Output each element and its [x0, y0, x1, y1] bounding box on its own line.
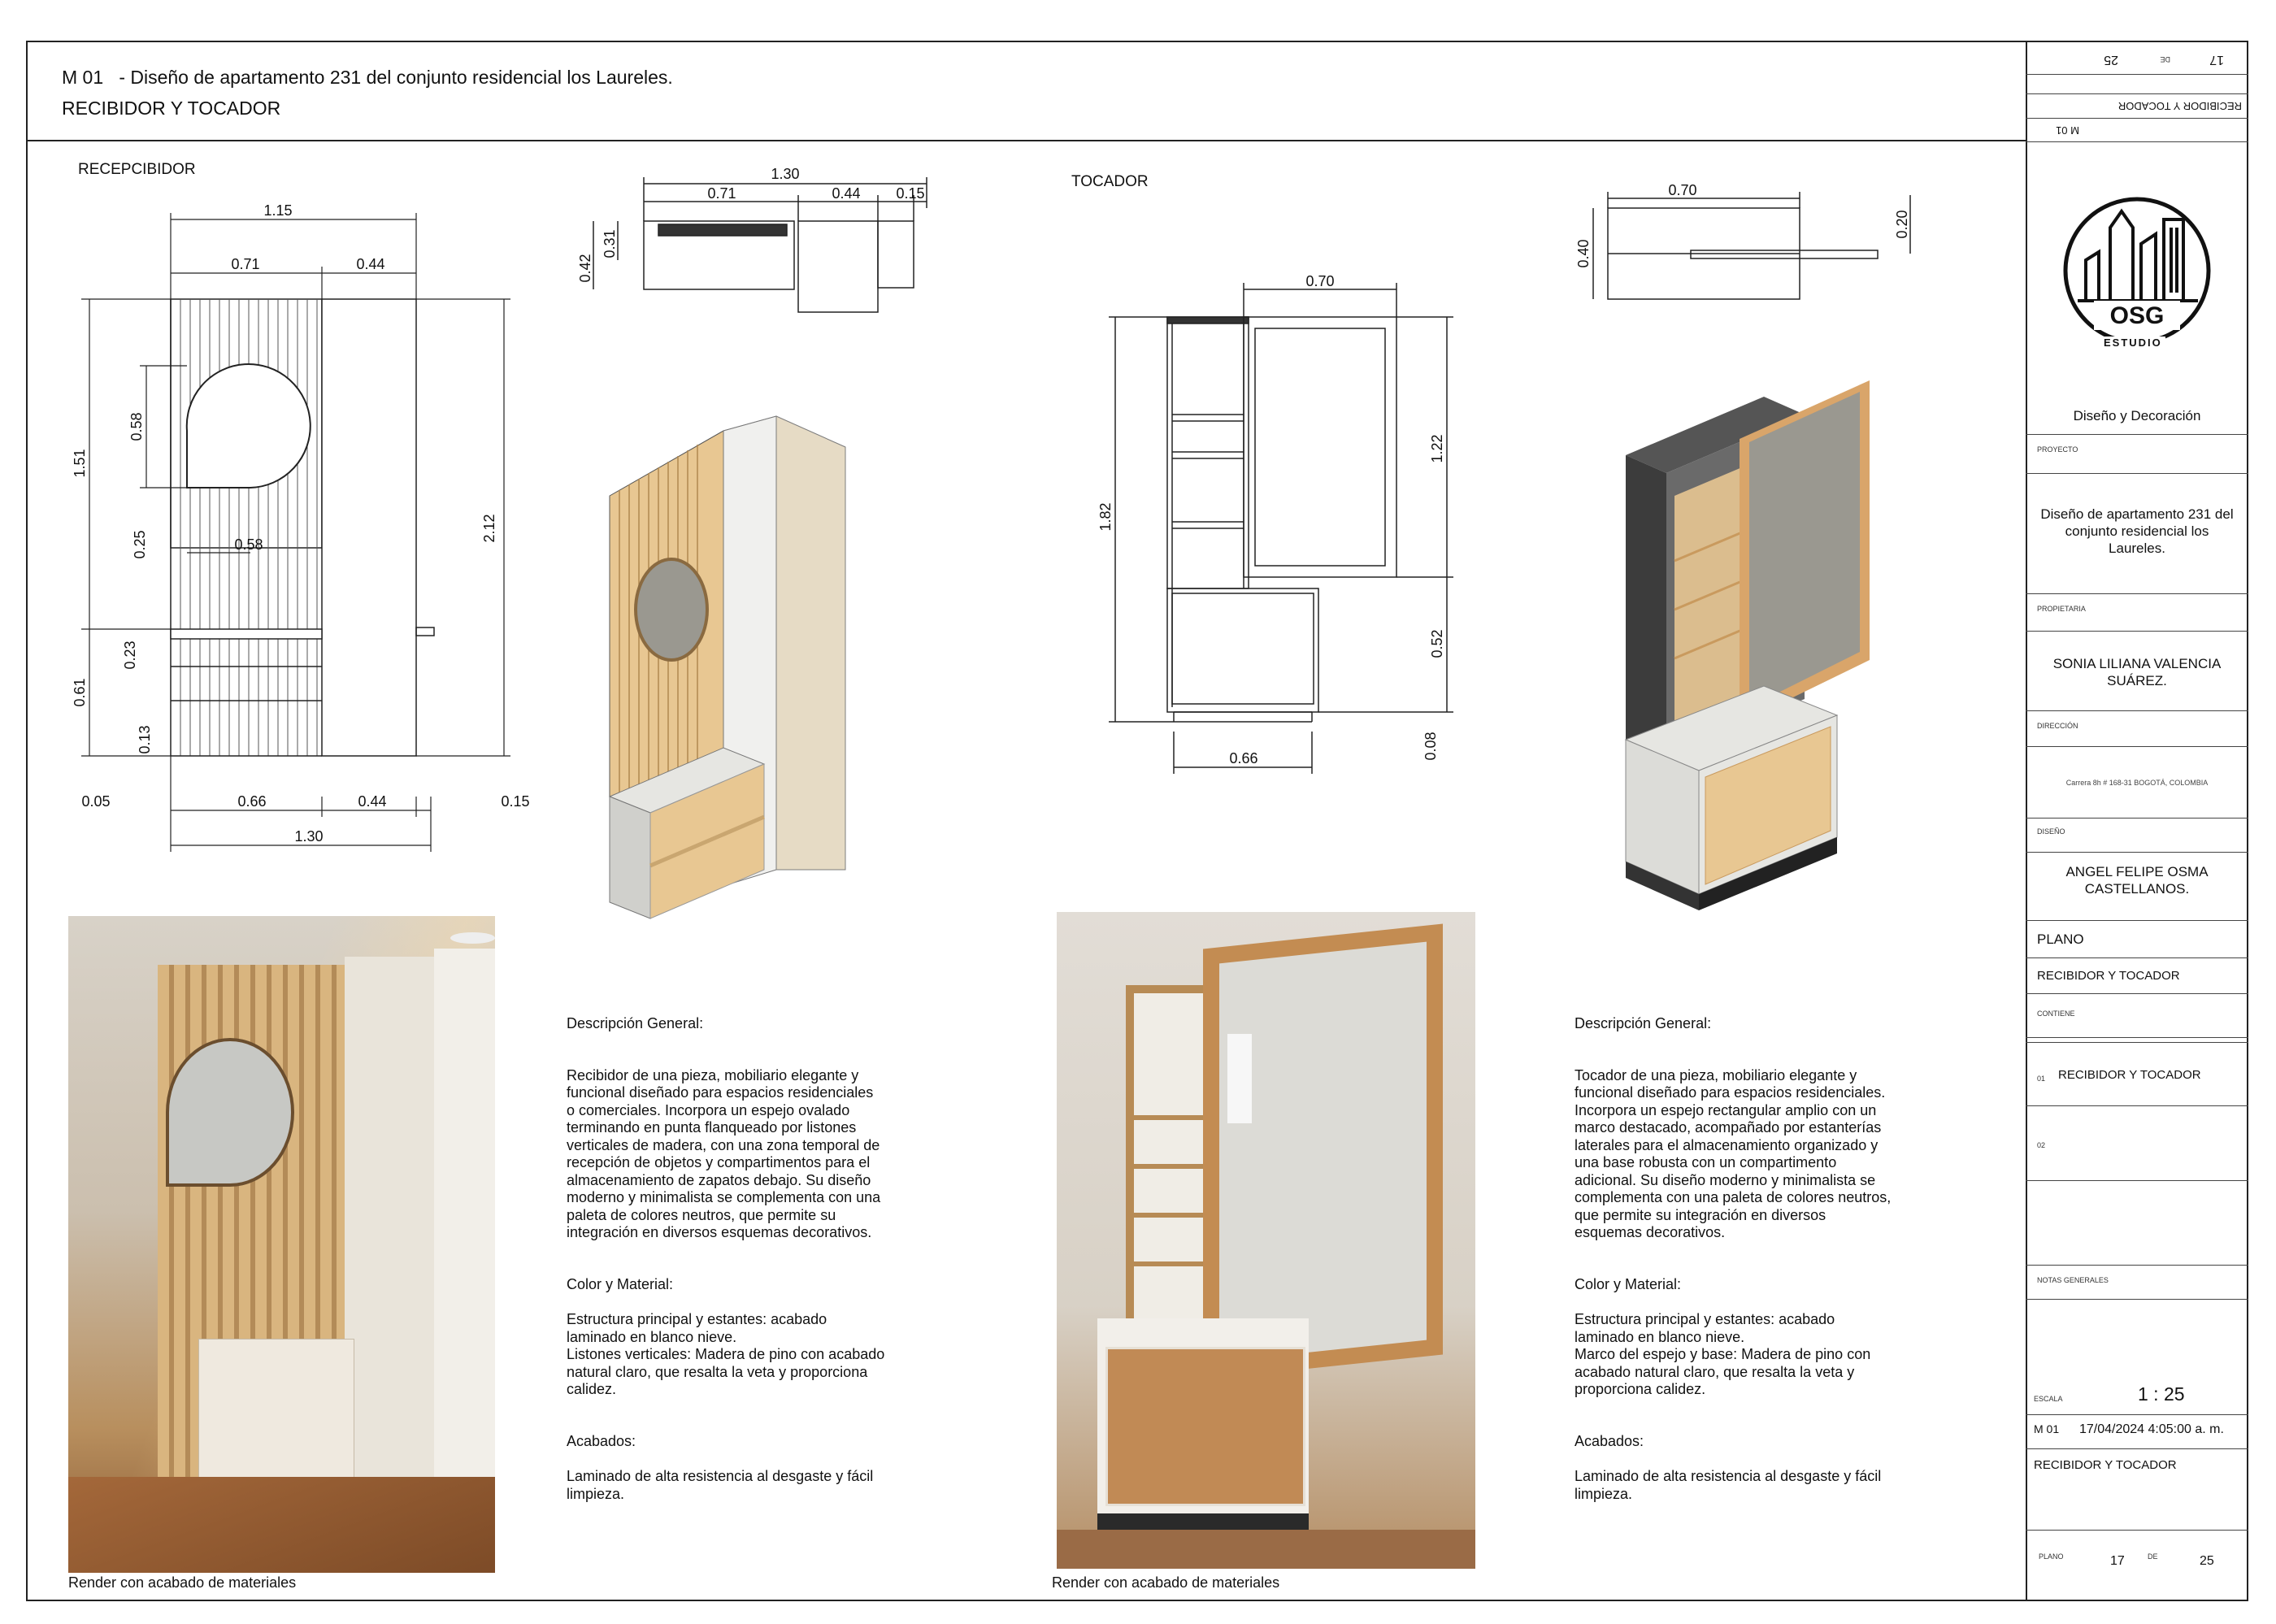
row01-value: RECIBIDOR Y TOCADOR — [2058, 1068, 2201, 1082]
recibidor-description: Descripción General: Recibidor de una pi… — [567, 997, 1022, 1521]
diseno-label: DISEÑO — [2037, 827, 2065, 836]
contiene-label: CONTIENE — [2037, 1010, 2075, 1018]
top-total: 25 — [2104, 53, 2118, 67]
sheet-title: - Diseño de apartamento 231 del conjunto… — [119, 67, 673, 88]
tocador-label: TOCADOR — [1071, 173, 1149, 190]
tocador-plan-dim-0-20: 0.20 — [1894, 210, 1910, 238]
footer-page: 17 — [2110, 1554, 2125, 1568]
tocador-color-heading: Color y Material: — [1575, 1276, 1682, 1292]
dim-1-51: 1.51 — [72, 449, 88, 477]
recibidor-label: RECEPCIBIDOR — [78, 161, 196, 178]
sheet-code: M 01 - Diseño de apartamento 231 del con… — [62, 67, 673, 88]
dim-0-71: 0.71 — [231, 256, 259, 272]
sheet-code-footer: M 01 — [2034, 1422, 2060, 1435]
plano-name: RECIBIDOR Y TOCADOR — [2037, 969, 2180, 983]
dim-2-12: 2.12 — [481, 514, 497, 542]
dim-0-44-bottom: 0.44 — [358, 793, 386, 810]
top-code: M 01 — [2056, 124, 2079, 137]
recibidor-isometric-drawing — [608, 415, 846, 919]
recibidor-render-caption: Render con acabado de materiales — [68, 1574, 297, 1591]
plan-dim-0-71: 0.71 — [707, 185, 736, 202]
tocador-dim-0-66: 0.66 — [1229, 750, 1257, 766]
dim-1-30-bottom: 1.30 — [294, 828, 323, 845]
tocador-desc-body: Tocador de una pieza, mobiliario elegant… — [1575, 1066, 1892, 1241]
tocador-plan-drawing: 0.70 0.40 0.20 — [1575, 182, 1911, 300]
recibidor-finish-heading: Acabados: — [567, 1433, 636, 1449]
tocador-color-body: Estructura principal y estantes: acabado… — [1575, 1311, 1871, 1397]
tocador-dim-0-08: 0.08 — [1422, 732, 1439, 760]
footer-plan-name: RECIBIDOR Y TOCADOR — [2034, 1458, 2177, 1472]
escala-value: 1 : 25 — [2138, 1383, 2185, 1405]
tocador-desc-heading: Descripción General: — [1575, 1014, 1712, 1031]
title-block-divider — [2026, 41, 2027, 1601]
tocador-finish-heading: Acabados: — [1575, 1433, 1644, 1449]
top-page: 17 — [2209, 53, 2224, 67]
plan-dim-0-31: 0.31 — [602, 229, 618, 258]
dim-0-66: 0.66 — [237, 793, 266, 810]
direccion-label: DIRECCIÓN — [2037, 722, 2078, 730]
tocador-render-caption: Render con acabado de materiales — [1052, 1574, 1280, 1591]
osg-logo: OSG — [2063, 197, 2211, 345]
recibidor-elevation-drawing: 1.15 0.71 0.44 1.51 0.58 0.58 0.25 0.23 … — [72, 202, 530, 852]
notas-label: NOTAS GENERALES — [2037, 1276, 2109, 1284]
footer-de: DE — [2148, 1552, 2158, 1561]
datetime: 17/04/2024 4:05:00 a. m. — [2079, 1422, 2224, 1436]
direccion-value: Carrera 8h # 168-31 BOGOTÁ, COLOMBIA — [2065, 779, 2209, 787]
dim-0-58-h: 0.58 — [234, 536, 263, 553]
top-name: RECIBIDOR Y TOCADOR — [2117, 100, 2242, 112]
tocador-isometric-drawing — [1624, 380, 1870, 910]
header-divider — [26, 140, 2026, 141]
tocador-elevation-drawing: 0.70 1.82 1.22 0.52 0.08 0.66 — [1097, 273, 1453, 774]
footer-plano-label: PLANO — [2039, 1552, 2064, 1561]
logo-text: OSG — [2110, 302, 2165, 329]
dim-0-23: 0.23 — [122, 640, 138, 669]
tocador-plan-dim-0-40: 0.40 — [1575, 239, 1592, 267]
dim-0-15: 0.15 — [501, 793, 529, 810]
row01-number: 01 — [2037, 1075, 2046, 1083]
recibidor-plan-drawing: 1.30 0.71 0.44 0.15 0.42 0.31 — [577, 166, 927, 313]
disenador-value: ANGEL FELIPE OSMA CASTELLANOS. — [2065, 864, 2209, 897]
tocador-description: Descripción General: Tocador de una piez… — [1575, 997, 2030, 1521]
recibidor-render-image — [68, 916, 495, 1573]
proyecto-label: PROYECTO — [2037, 445, 2078, 454]
recibidor-color-heading: Color y Material: — [567, 1276, 674, 1292]
sheet-frame — [26, 41, 2248, 1601]
tocador-plan-dim-0-70: 0.70 — [1668, 182, 1696, 198]
recibidor-desc-heading: Descripción General: — [567, 1014, 704, 1031]
plan-dim-0-42: 0.42 — [577, 254, 593, 282]
recibidor-color-body: Estructura principal y estantes: acabado… — [567, 1311, 885, 1397]
tocador-finish-body: Laminado de alta resistencia al desgaste… — [1575, 1468, 1882, 1502]
title-block-top-rotated: M 01 RECIBIDOR Y TOCADOR 17 DE 25 — [2026, 41, 2248, 141]
tocador-dim-1-22: 1.22 — [1429, 434, 1445, 462]
propietaria-value: SONIA LILIANA VALENCIA SUÁREZ. — [2052, 656, 2222, 688]
top-de: DE — [2160, 55, 2170, 63]
dim-0-58-v: 0.58 — [128, 412, 145, 441]
plan-dim-0-15: 0.15 — [896, 185, 924, 202]
recibidor-finish-body: Laminado de alta resistencia al desgaste… — [567, 1468, 874, 1502]
logo-subtext: ESTUDIO — [2100, 337, 2165, 349]
row02-number: 02 — [2037, 1141, 2046, 1149]
dim-0-44-top: 0.44 — [356, 256, 384, 272]
tocador-dim-1-82: 1.82 — [1097, 502, 1114, 531]
tocador-render-image — [1057, 912, 1475, 1569]
dim-0-05: 0.05 — [81, 793, 110, 810]
dim-0-61: 0.61 — [72, 678, 88, 706]
dim-1-15: 1.15 — [263, 202, 292, 219]
company-name: Diseño y Decoración — [2073, 408, 2201, 423]
plan-dim-1-30: 1.30 — [771, 166, 799, 182]
dim-0-25: 0.25 — [132, 530, 148, 558]
escala-label: ESCALA — [2034, 1395, 2063, 1403]
tocador-dim-0-52: 0.52 — [1429, 629, 1445, 658]
title-block: M 01 RECIBIDOR Y TOCADOR 17 DE 25 OSG ES… — [2026, 41, 2248, 1601]
propietaria-label: PROPIETARIA — [2037, 605, 2086, 613]
tocador-dim-0-70: 0.70 — [1305, 273, 1334, 289]
footer-total: 25 — [2200, 1554, 2214, 1568]
proyecto-value: Diseño de apartamento 231 del conjunto r… — [2040, 506, 2234, 556]
plan-dim-0-44: 0.44 — [832, 185, 860, 202]
sheet-subtitle: RECIBIDOR Y TOCADOR — [62, 98, 281, 119]
recibidor-desc-body: Recibidor de una pieza, mobiliario elega… — [567, 1066, 881, 1241]
plano-label: PLANO — [2037, 931, 2084, 947]
dim-0-13: 0.13 — [137, 725, 153, 753]
